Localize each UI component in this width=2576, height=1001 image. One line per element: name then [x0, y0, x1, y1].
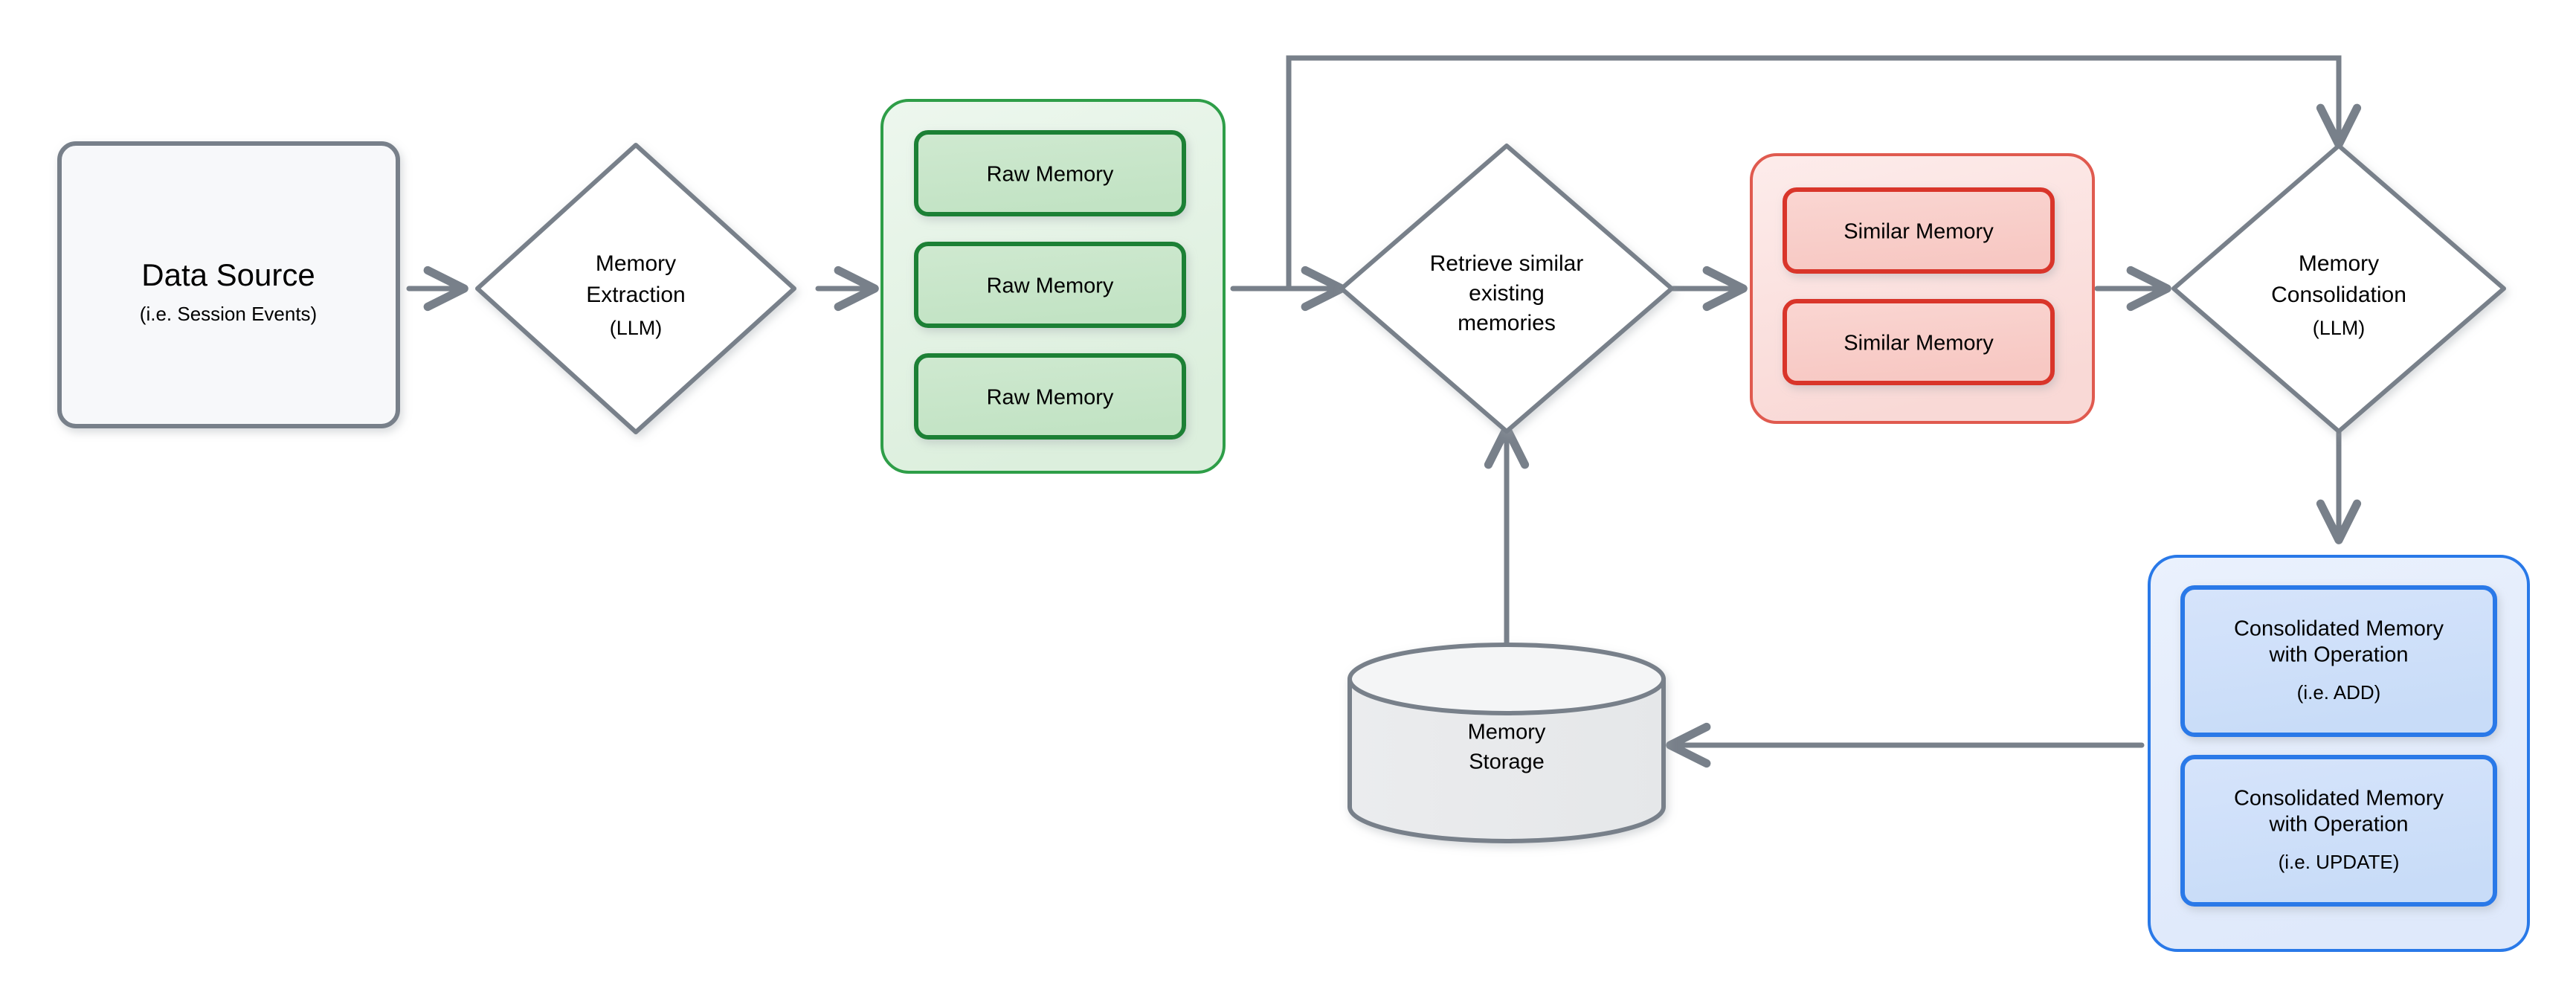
data-source-title: Data Source: [141, 257, 315, 292]
retrieve-similar-line3: memories: [1458, 311, 1556, 335]
consolidated-memory-1-line2: with Operation: [2269, 643, 2409, 667]
memory-consolidation-subtitle: (LLM): [2313, 317, 2366, 339]
memory-extraction-title-line2: Extraction: [586, 283, 685, 307]
group-similar-memory: Similar Memory Similar Memory: [1750, 153, 2095, 424]
memory-extraction-title-line1: Memory: [596, 251, 676, 276]
memory-extraction-subtitle: (LLM): [610, 317, 663, 339]
memory-extraction-diamond[interactable]: [475, 143, 796, 434]
memory-consolidation-diamond[interactable]: [2171, 144, 2506, 434]
consolidated-memory-2-line1: Consolidated Memory: [2234, 787, 2444, 811]
raw-memory-chip-3[interactable]: [914, 353, 1186, 440]
node-memory-extraction[interactable]: [475, 143, 796, 434]
data-source-subtitle: (i.e. Session Events): [140, 303, 317, 325]
similar-memory-chip-2[interactable]: [1783, 299, 2055, 385]
consolidated-memory-1-line1: Consolidated Memory: [2234, 617, 2444, 641]
consolidated-memory-chip-1[interactable]: [2180, 585, 2497, 737]
similar-memory-label-2: Similar Memory: [1844, 332, 1994, 355]
raw-memory-label-2: Raw Memory: [987, 274, 1114, 298]
similar-memory-label-1: Similar Memory: [1844, 220, 1994, 244]
memory-storage-body[interactable]: [1347, 677, 1666, 843]
retrieve-similar-line2: existing: [1469, 281, 1545, 306]
retrieve-similar-line1: Retrieve similar: [1430, 251, 1584, 276]
consolidated-memory-1-operation: (i.e. ADD): [2297, 681, 2381, 704]
node-memory-storage[interactable]: [1347, 643, 1666, 843]
node-memory-consolidation[interactable]: [2171, 144, 2506, 434]
raw-memory-chip-1[interactable]: [914, 130, 1186, 216]
raw-memory-chip-2[interactable]: [914, 242, 1186, 328]
memory-consolidation-title-line2: Consolidation: [2271, 283, 2406, 307]
group-raw-memory: Raw Memory Raw Memory Raw Memory: [880, 99, 1226, 474]
consolidated-memory-chip-2[interactable]: [2180, 755, 2497, 907]
memory-storage-line1: Memory: [1468, 721, 1546, 744]
node-data-source[interactable]: [57, 141, 400, 428]
retrieve-similar-diamond[interactable]: [1339, 144, 1674, 434]
raw-memory-label-1: Raw Memory: [987, 163, 1114, 187]
node-retrieve-similar[interactable]: [1339, 144, 1674, 434]
consolidated-memory-2-operation: (i.e. UPDATE): [2279, 851, 2400, 873]
memory-storage-top: [1347, 643, 1666, 715]
memory-storage-line2: Storage: [1469, 750, 1545, 774]
raw-memory-label-3: Raw Memory: [987, 386, 1114, 410]
similar-memory-chip-1[interactable]: [1783, 187, 2055, 274]
feedback-path-rawmemory-to-consolidation: [1286, 55, 2362, 292]
consolidated-memory-2-line2: with Operation: [2269, 813, 2409, 837]
group-consolidated-memory: Consolidated Memory with Operation (i.e.…: [2148, 555, 2530, 952]
data-source-box[interactable]: [57, 141, 400, 428]
memory-consolidation-title-line1: Memory: [2299, 251, 2379, 276]
connector-layer: [406, 55, 2362, 768]
